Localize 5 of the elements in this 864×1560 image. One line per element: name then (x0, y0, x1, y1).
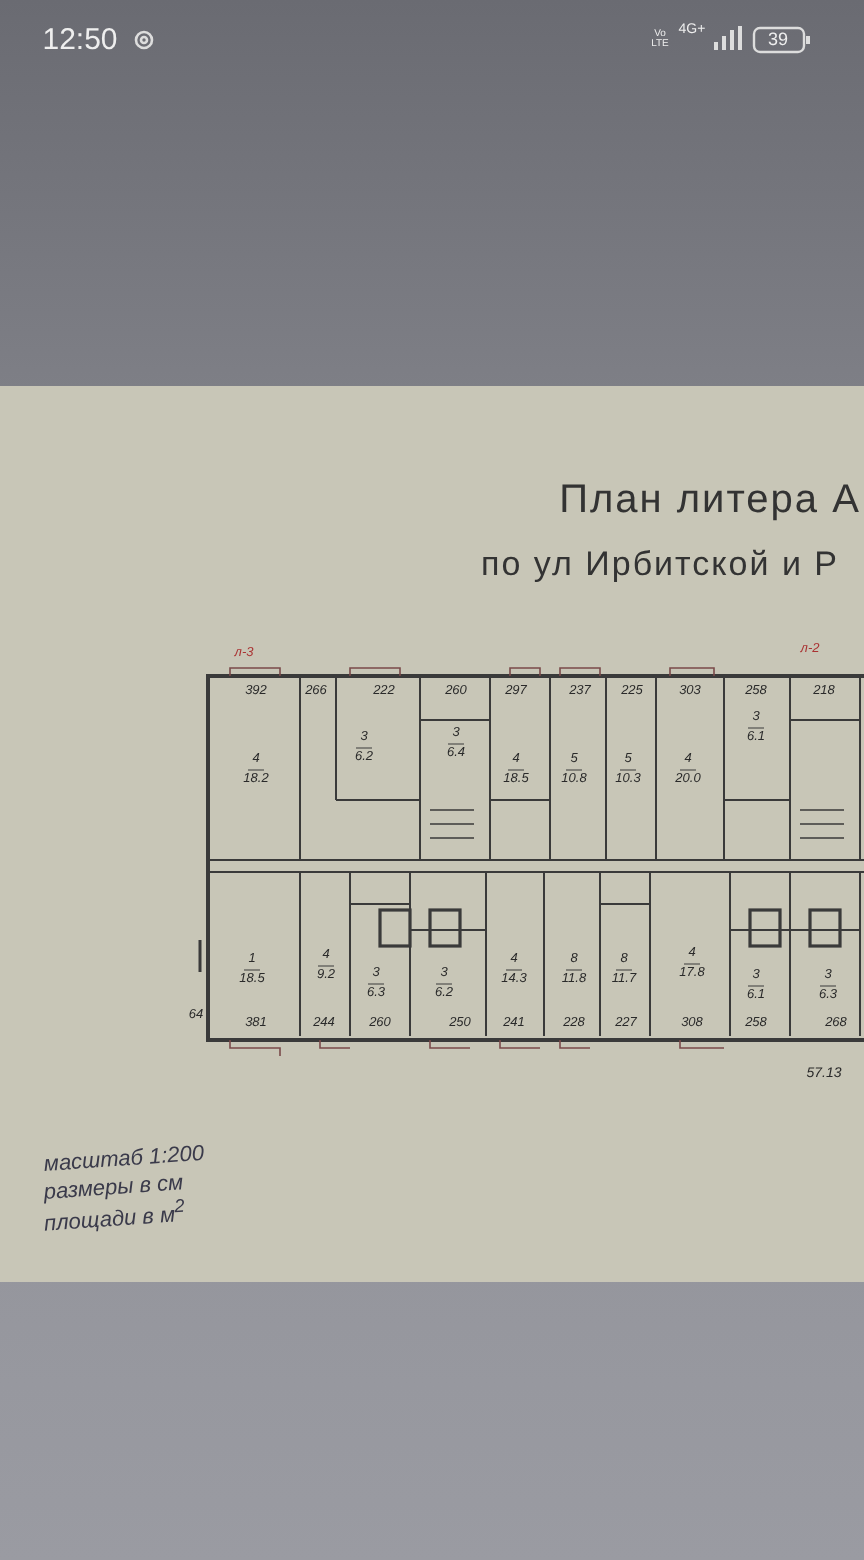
plan-title: План литера А (559, 480, 861, 520)
battery-level: 39 (768, 31, 788, 49)
scale-note: масштаб 1:200 (43, 1143, 205, 1177)
plan-title: по ул Ирбитской и Р (481, 547, 839, 581)
status-time: 12:50 (42, 25, 118, 55)
